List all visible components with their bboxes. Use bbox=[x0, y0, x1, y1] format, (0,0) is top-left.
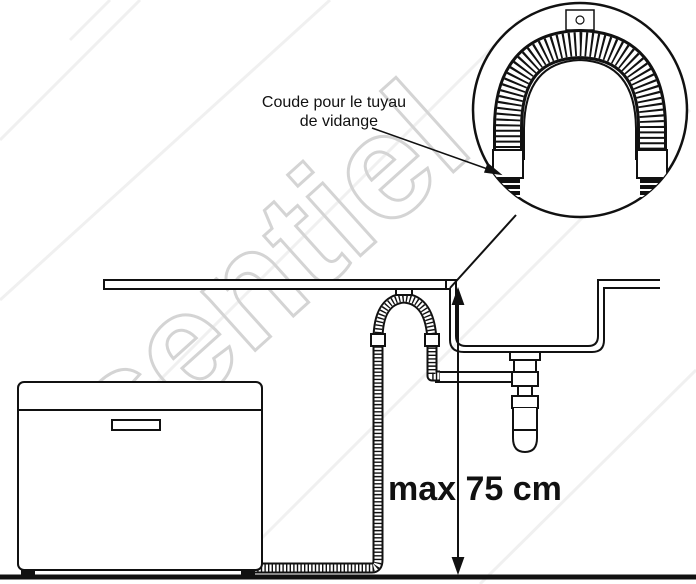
drain-hose bbox=[250, 292, 440, 574]
drain-trap-icon bbox=[435, 371, 539, 454]
max-height-label: max 75 cm bbox=[388, 470, 562, 508]
dimension-arrow-icon bbox=[451, 287, 465, 575]
callout-label-line1: Coude pour le tuyau bbox=[261, 94, 406, 111]
callout-label-line2: de vidange bbox=[299, 113, 378, 130]
callout-leader bbox=[371, 127, 503, 176]
countertop bbox=[103, 279, 447, 290]
magnifier-detail bbox=[471, 1, 689, 219]
magnifier-leader-line bbox=[449, 214, 517, 289]
hose-elbow-clip bbox=[370, 288, 440, 347]
sink-icon bbox=[446, 279, 660, 372]
dishwasher-icon bbox=[17, 381, 263, 576]
